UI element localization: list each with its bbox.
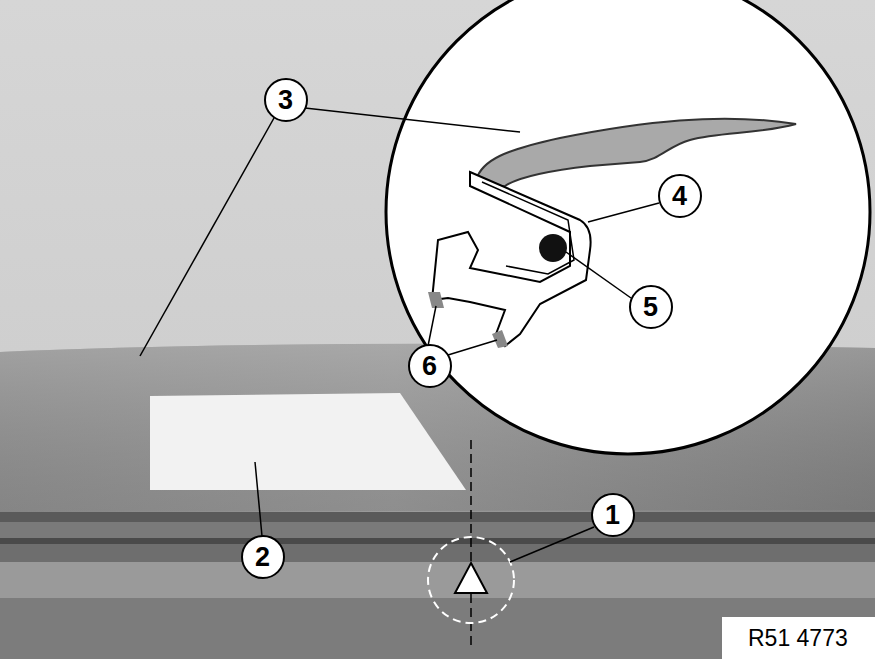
center-line	[470, 440, 472, 645]
callout-circle	[659, 175, 701, 217]
clip-foot	[428, 292, 444, 308]
callout-circle	[265, 79, 307, 121]
groove	[0, 522, 875, 538]
callout-number: 1	[605, 502, 620, 529]
leader-line	[140, 118, 274, 356]
leader-line	[255, 462, 262, 536]
leader-line	[588, 203, 659, 222]
groove	[0, 544, 875, 562]
callout-circle	[242, 536, 284, 578]
code-box	[722, 617, 875, 659]
leader-line	[566, 252, 631, 298]
figure-code: R51 4773	[748, 627, 848, 650]
leader-line	[448, 340, 497, 355]
clip-foot	[492, 330, 508, 348]
callout-number: 4	[672, 183, 687, 210]
mark-circle	[428, 537, 514, 623]
callout-circle	[592, 494, 634, 536]
callout-number: 6	[422, 353, 437, 380]
callout-circle	[630, 286, 672, 328]
leader-line	[428, 306, 436, 346]
groove	[0, 538, 875, 544]
pin	[539, 234, 567, 262]
leader-line	[305, 108, 520, 132]
mark-triangle	[455, 563, 487, 593]
trim-profile	[476, 119, 796, 188]
clip-slot	[482, 182, 574, 274]
tape-patch	[150, 393, 466, 490]
callout-circle	[409, 345, 451, 387]
leader-line	[510, 527, 594, 562]
detail-circle	[386, 0, 870, 454]
callout-number: 5	[643, 294, 658, 321]
clip-outline	[432, 172, 591, 346]
callout-number: 2	[255, 544, 270, 571]
groove	[0, 512, 875, 522]
callout-number: 3	[278, 87, 293, 114]
sill	[0, 562, 875, 598]
